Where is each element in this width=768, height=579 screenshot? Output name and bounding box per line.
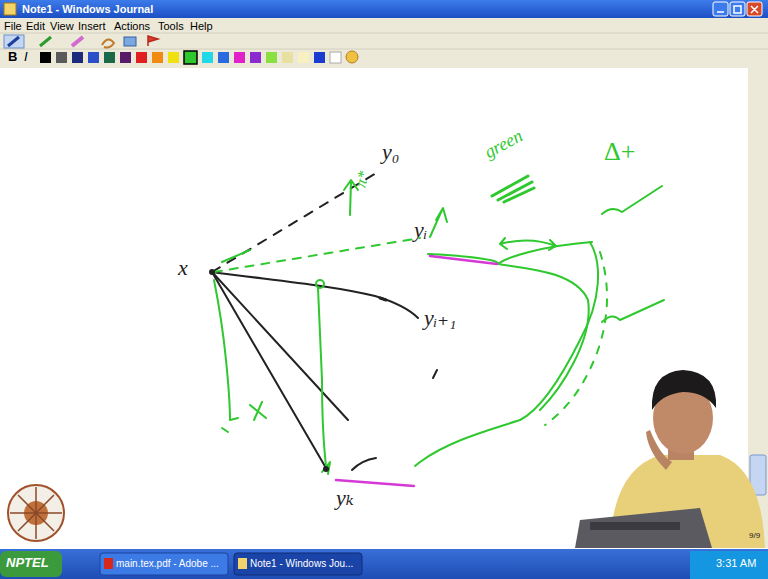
hand-sketch	[209, 172, 664, 486]
point-label: y₀	[382, 140, 399, 164]
pen-tools	[4, 35, 158, 48]
task-button-text: main.tex.pdf - Adobe ...	[116, 558, 219, 569]
bold-button: B	[8, 50, 17, 64]
separator	[0, 33, 768, 34]
app-icon	[4, 3, 16, 15]
maximize-button	[730, 2, 745, 16]
task-button-text: Note1 - Windows Jou...	[250, 558, 353, 569]
scrollbar	[748, 68, 768, 548]
presenter	[575, 370, 765, 548]
italic-button: I	[24, 50, 28, 64]
start-button	[0, 551, 62, 577]
start-button-text: NPTEL	[6, 556, 49, 570]
task-button	[234, 553, 362, 575]
menu-item: Tools	[158, 20, 184, 32]
point-label: yᵢ₊₁	[424, 306, 457, 330]
task-button	[100, 553, 228, 575]
window-glyphs	[717, 6, 758, 13]
point-label: yᵢ	[414, 218, 427, 242]
note-text: Δ+	[604, 138, 635, 167]
toolbar-area	[0, 18, 768, 68]
title-bar	[0, 0, 768, 18]
separator	[0, 49, 768, 50]
menu-item: View	[50, 20, 74, 32]
menu-item: File	[4, 20, 22, 32]
point-label: yₖ	[336, 486, 354, 510]
menu-item: Edit	[26, 20, 45, 32]
point-label: x	[178, 256, 188, 280]
clock: 3:31 AM	[716, 557, 756, 569]
minimize-button	[713, 2, 728, 16]
menu-item: Help	[190, 20, 213, 32]
menu-item: Insert	[78, 20, 106, 32]
taskbar	[0, 549, 768, 579]
page-number: 9/9	[749, 532, 760, 541]
color-palette	[40, 51, 358, 64]
tray	[690, 551, 768, 579]
window-title: Note1 - Windows Journal	[22, 3, 153, 15]
nptel-logo	[8, 485, 64, 541]
menu-item: Actions	[114, 20, 150, 32]
